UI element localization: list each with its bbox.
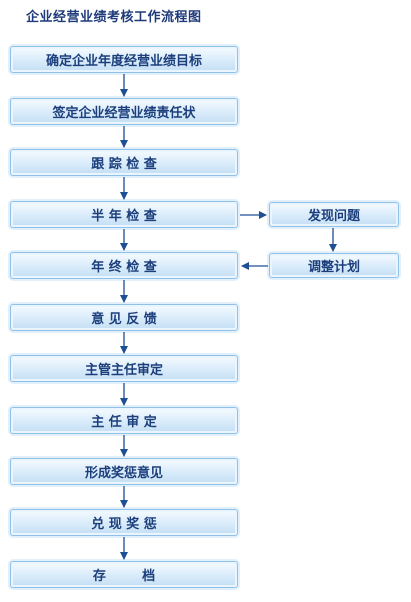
side-step-adjust-plan: 调整计划	[269, 253, 399, 278]
step-sign-responsibility: 签定企业经营业绩责任状	[10, 98, 238, 125]
chart-title: 企业经营业绩考核工作流程图	[26, 10, 202, 25]
step-director-approval: 主 任 审 定	[10, 407, 238, 434]
step-archive: 存 档	[10, 561, 238, 588]
step-tracking-check: 跟 踪 检 查	[10, 149, 238, 176]
step-half-year-check: 半 年 检 查	[10, 201, 238, 228]
side-step-find-problems: 发现问题	[269, 202, 399, 227]
step-set-annual-target: 确定企业年度经营业绩目标	[10, 46, 238, 73]
step-reward-penalty-opinion: 形成奖惩意见	[10, 458, 238, 485]
step-feedback: 意 见 反 馈	[10, 304, 238, 331]
step-year-end-check: 年 终 检 查	[10, 252, 238, 279]
step-execute-reward-penalty: 兑 现 奖 惩	[10, 509, 238, 536]
step-supervisor-approval: 主管主任审定	[10, 355, 238, 382]
